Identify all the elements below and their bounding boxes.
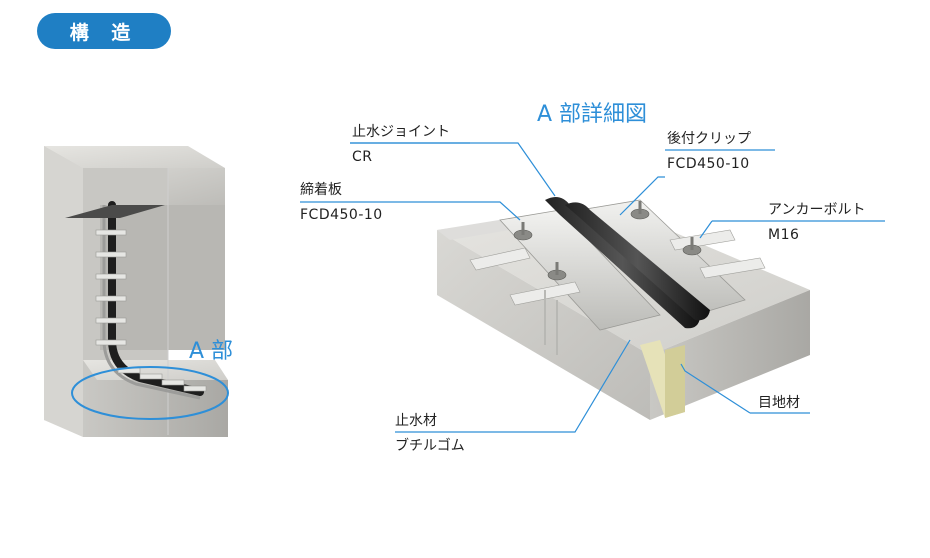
structure-overview [44, 146, 229, 437]
label-joint-filler: 目地材 [758, 395, 800, 411]
label-post-clip: 後付クリップ [667, 131, 751, 147]
label-waterstop-joint: 止水ジョイント [352, 124, 450, 140]
section-badge: 構 造 [37, 13, 171, 49]
label-anchor-bolt: アンカーボルト [768, 202, 866, 218]
spec-post-clip: FCD450-10 [667, 156, 750, 172]
spec-waterstop-joint: CR [352, 149, 373, 165]
part-a-callout: A 部 [189, 339, 234, 364]
spec-sealant: ブチルゴム [395, 438, 465, 454]
label-sealant: 止水材 [395, 413, 437, 429]
spec-anchor-bolt: M16 [768, 227, 800, 243]
detail-title: A 部詳細図 [537, 102, 648, 127]
label-clamp-plate: 締着板 [300, 182, 342, 198]
spec-clamp-plate: FCD450-10 [300, 207, 383, 223]
detail-diagram [437, 196, 810, 420]
